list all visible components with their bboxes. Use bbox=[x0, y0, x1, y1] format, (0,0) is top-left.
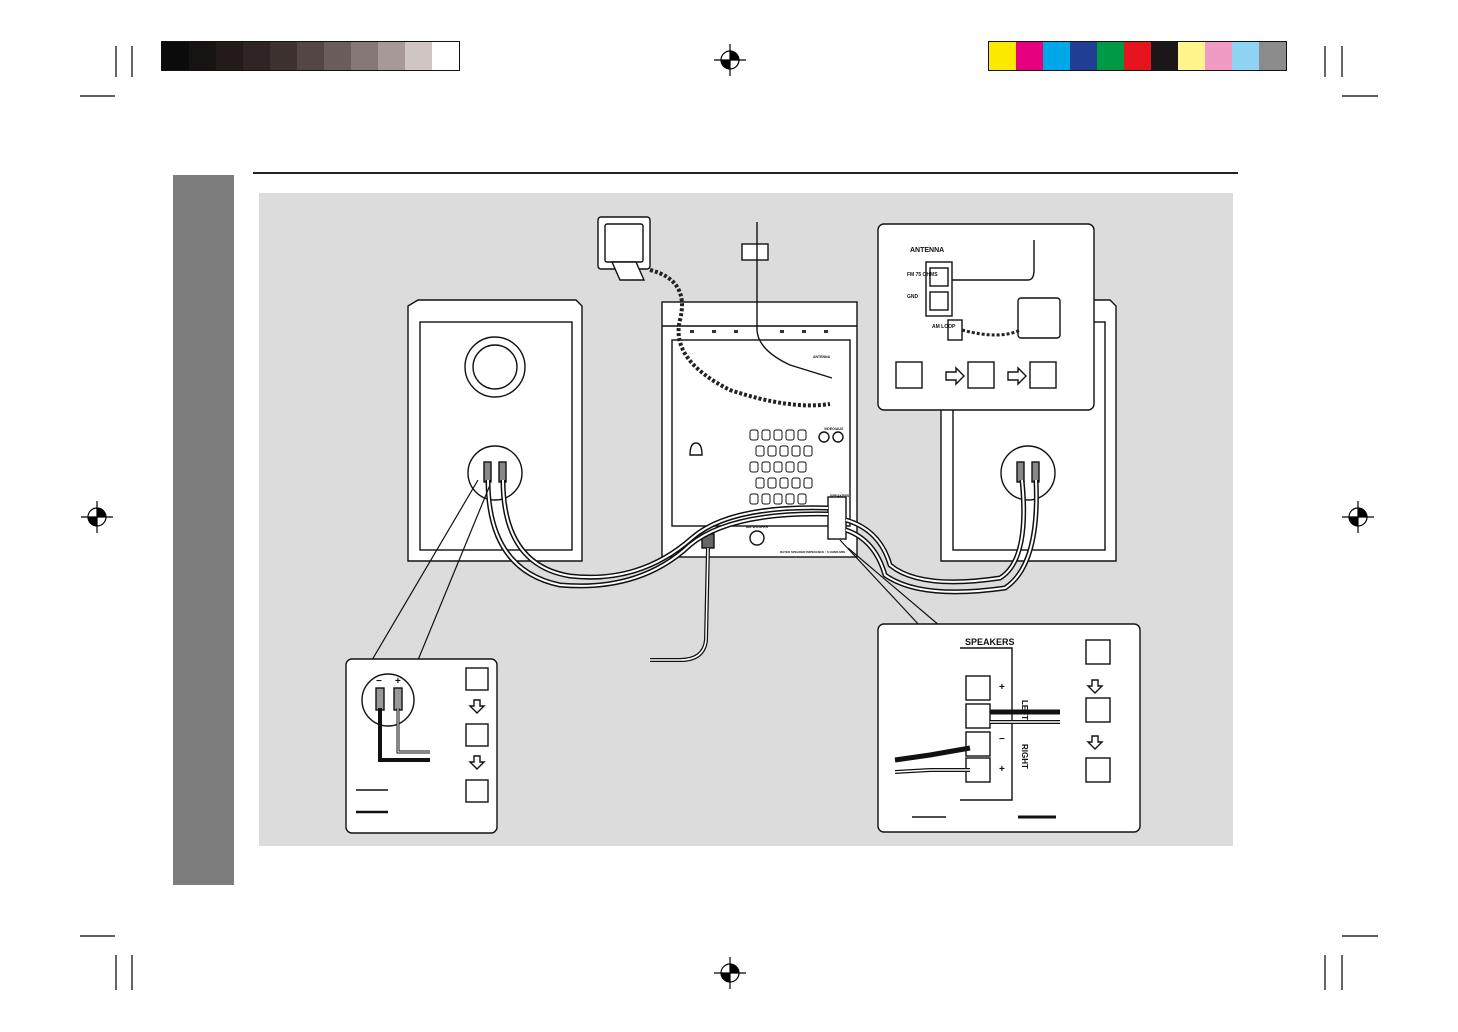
process-color-swatch bbox=[1232, 42, 1259, 70]
left-minus-label: − bbox=[999, 708, 1005, 719]
left-plus-label: + bbox=[999, 682, 1005, 693]
process-color-bar bbox=[988, 41, 1287, 71]
process-color-swatch bbox=[1016, 42, 1043, 70]
grayscale-swatch bbox=[351, 42, 378, 70]
grayscale-swatch bbox=[432, 42, 459, 70]
process-color-swatch bbox=[989, 42, 1016, 70]
grayscale-swatch bbox=[162, 42, 189, 70]
am-terminal-label: AM LOOP bbox=[932, 324, 956, 330]
process-color-swatch bbox=[1259, 42, 1286, 70]
process-color-swatch bbox=[1124, 42, 1151, 70]
left-speaker bbox=[407, 299, 583, 562]
antenna-steps bbox=[895, 361, 1057, 389]
am-loop-antenna bbox=[597, 216, 831, 408]
grayscale-color-bar bbox=[161, 41, 460, 71]
process-color-swatch bbox=[1097, 42, 1124, 70]
antenna-inset-title: ANTENNA bbox=[910, 247, 944, 254]
left-channel-label: LEFT bbox=[1020, 700, 1029, 720]
grayscale-swatch bbox=[405, 42, 432, 70]
fm-antenna bbox=[741, 222, 833, 379]
section-side-tab bbox=[173, 175, 234, 885]
antenna-terminals bbox=[925, 240, 1061, 341]
grayscale-swatch bbox=[378, 42, 405, 70]
grayscale-swatch bbox=[297, 42, 324, 70]
right-channel-label: RIGHT bbox=[1020, 744, 1029, 769]
header-rule bbox=[253, 172, 1238, 174]
speaker-wires bbox=[485, 479, 1039, 662]
speakers-inset bbox=[877, 623, 1141, 833]
gnd-terminal-label: GND bbox=[907, 294, 919, 300]
process-color-swatch bbox=[1043, 42, 1070, 70]
grayscale-swatch bbox=[270, 42, 297, 70]
process-color-swatch bbox=[1070, 42, 1097, 70]
rear-speakers-label: SPEAKERS bbox=[830, 494, 850, 498]
speakers-inset-title: SPEAKERS bbox=[965, 637, 1015, 647]
main-unit-rear bbox=[661, 301, 858, 558]
rear-impedance-label: RATED SPEAKER IMPEDANCE : 6 OHMS MIN. bbox=[780, 550, 846, 554]
terminal-minus-label: − bbox=[376, 676, 382, 687]
rear-woofer-label: AM WOOFER bbox=[746, 525, 769, 529]
fm-terminal-label: FM 75 OHMS bbox=[907, 272, 938, 278]
terminal-plus-label: + bbox=[395, 676, 401, 687]
rear-antenna-label: ANTENNA bbox=[813, 355, 831, 359]
right-minus-label: − bbox=[999, 734, 1005, 745]
grayscale-swatch bbox=[324, 42, 351, 70]
process-color-swatch bbox=[1178, 42, 1205, 70]
right-plus-label: + bbox=[999, 764, 1005, 775]
grayscale-swatch bbox=[189, 42, 216, 70]
process-color-swatch bbox=[1205, 42, 1232, 70]
process-color-swatch bbox=[1151, 42, 1178, 70]
grayscale-swatch bbox=[243, 42, 270, 70]
rear-aux-label: VIDEO/AUX bbox=[824, 427, 844, 431]
grayscale-swatch bbox=[216, 42, 243, 70]
